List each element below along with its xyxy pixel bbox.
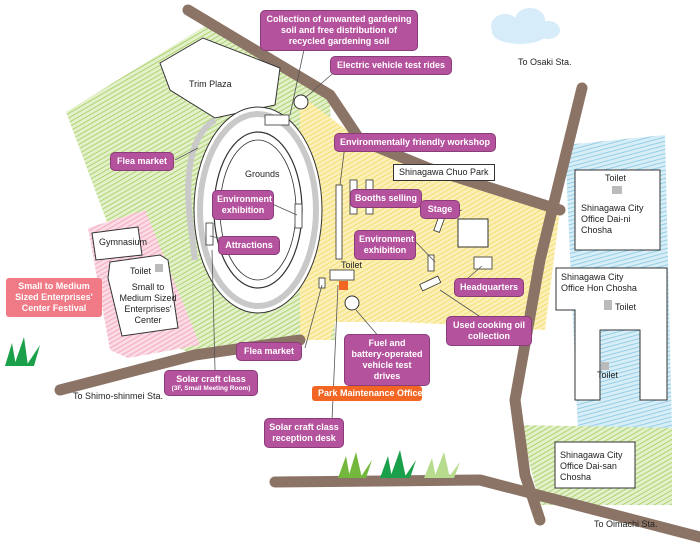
gymnasium-building (91, 226, 143, 261)
toilet-marker (604, 300, 612, 310)
grounds-label: Grounds (245, 169, 280, 179)
flea-market-label-left: Flea market (110, 152, 174, 171)
office-hon-building (555, 267, 668, 401)
facility-box (294, 203, 303, 229)
toilet-label: Toilet (605, 173, 627, 183)
booth-row (335, 184, 343, 260)
attractions-label: Attractions (218, 236, 280, 255)
toilet-marker (612, 186, 622, 194)
shinagawa-chuo-park-label: Shinagawa Chuo Park (393, 164, 495, 181)
direction-shimo-shinmei: To Shimo-shinmei Sta. (73, 391, 164, 401)
flea-market-path (185, 117, 217, 261)
solar-craft-class-title: Solar craft class (176, 374, 246, 384)
ev-test-rides-label: Electric vehicle test rides (330, 56, 452, 75)
sme-center-label: Small to Medium Sized Enterprises' Cente… (119, 282, 177, 325)
toilet-label: Toilet (615, 302, 637, 312)
ev-test-ride-spot (293, 94, 309, 110)
cloud-icon (491, 8, 560, 44)
fuel-vehicle-test-spot (344, 295, 360, 311)
grass-icon (5, 337, 40, 366)
solar-craft-class-subtitle: (3F, Small Meeting Room) (171, 385, 251, 392)
direction-oimachi: To Oimachi Sta. (594, 519, 658, 529)
fuel-vehicle-test-drives-label: Fuel and battery-operated vehicle test d… (344, 334, 430, 386)
gardening-soil-label: Collection of unwanted gardening soil an… (260, 10, 418, 51)
grass-icon (424, 452, 460, 478)
office-daini-building (574, 169, 661, 251)
grass-icon (380, 450, 416, 478)
toilet-building (329, 269, 355, 281)
flea-market-label-bottom: Flea market (236, 342, 302, 361)
direction-osaki: To Osaki Sta. (518, 57, 572, 67)
environment-exhibition-label-left: Environment exhibition (212, 190, 274, 220)
stage-area (457, 218, 489, 248)
trim-plaza-area (159, 37, 281, 119)
stage-label: Stage (420, 200, 460, 219)
gymnasium-label: Gymnasium (99, 237, 148, 247)
grass-icon (338, 452, 372, 478)
toilet-label: Toilet (597, 370, 619, 380)
park-maintenance-office-label: Park Maintenance Office (312, 386, 423, 401)
headquarters-tent (473, 256, 493, 270)
toilet-label: Toilet (341, 260, 363, 270)
headquarters-label: Headquarters (454, 278, 524, 297)
toilet-label: Toilet (130, 266, 152, 276)
facility-box (264, 114, 290, 126)
sme-festival-label: Small to Medium Sized Enterprises' Cente… (6, 278, 102, 317)
toilet-marker (601, 362, 609, 370)
office-daisan-building (554, 441, 636, 489)
office-hon-label: Shinagawa City Office Hon Chosha (561, 272, 637, 293)
facility-box (318, 277, 326, 289)
facility-box (205, 222, 214, 246)
booth-row (427, 254, 435, 272)
office-daisan-label: Shinagawa City Office Dai-san Chosha (560, 450, 623, 482)
eco-workshop-label: Environmentally friendly workshop (334, 133, 496, 152)
booths-selling-label: Booths selling (350, 189, 422, 208)
toilet-marker (155, 264, 163, 272)
used-cooking-oil-label: Used cooking oil collection (446, 316, 532, 346)
park-maintenance-office-marker (339, 281, 348, 290)
trim-plaza-label: Trim Plaza (189, 79, 232, 89)
solar-craft-class-label: Solar craft class (3F, Small Meeting Roo… (164, 370, 258, 396)
sme-center-building (107, 254, 179, 337)
office-daini-label: Shinagawa City Office Dai-ni Chosha (581, 203, 644, 235)
environment-exhibition-label-right: Environment exhibition (354, 230, 416, 260)
booth-row (419, 275, 442, 292)
solar-reception-desk-label: Solar craft class reception desk (264, 418, 344, 448)
